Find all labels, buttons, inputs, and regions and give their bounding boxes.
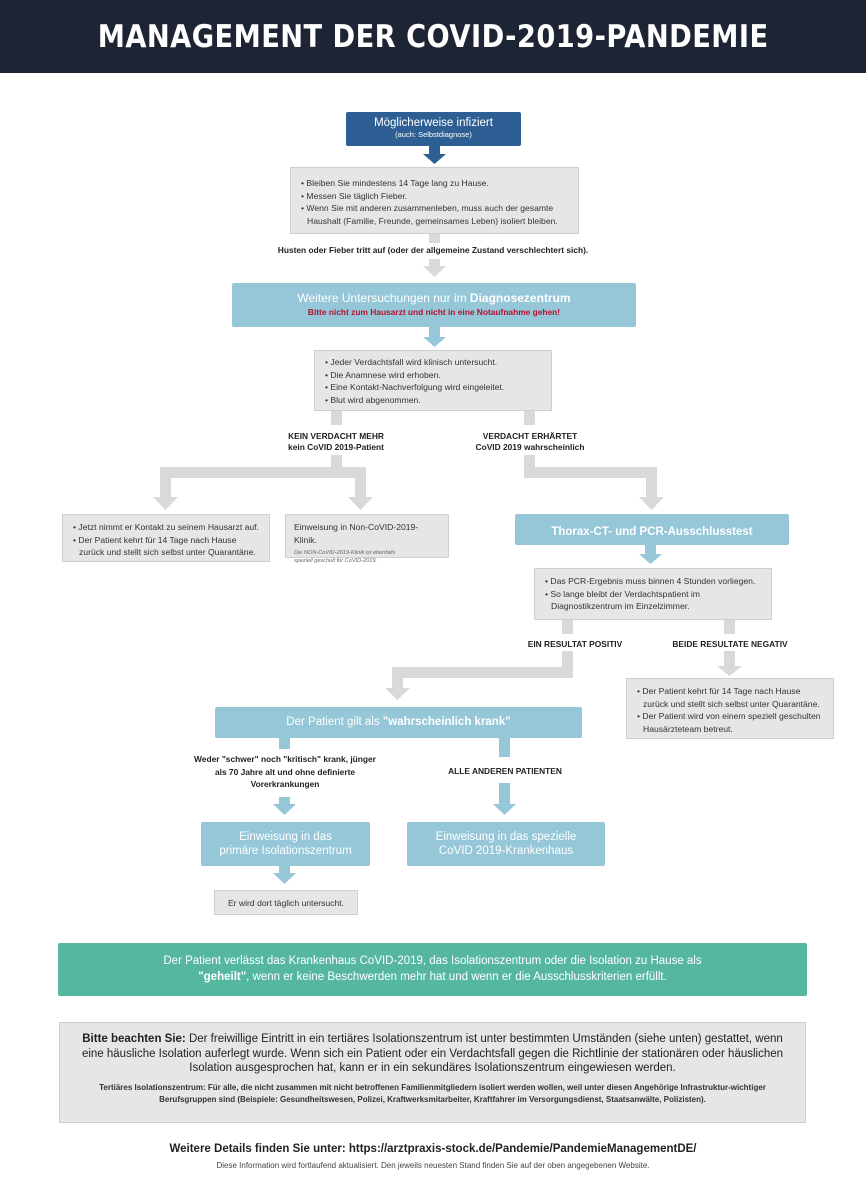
noncovid-note: Die NON-CoVID-2019-Klinik ist ebenfalls … xyxy=(294,550,396,564)
diagnose-title-bold: Diagnosezentrum xyxy=(469,291,571,305)
list-item: So lange bleibt der Verdachtspatient im … xyxy=(543,588,763,613)
page-header: MANAGEMENT DER COVID-2019-PANDEMIE xyxy=(0,0,866,73)
branch-no-label: KEIN VERDACHT MEHR kein CoVID 2019-Patie… xyxy=(256,431,416,453)
list-item: Bleiben Sie mindestens 14 Tage lang zu H… xyxy=(299,177,570,190)
noncovid-clinic-box: Einweisung in Non-CoVID-2019-Klinik. Die… xyxy=(285,514,449,564)
list-item: Messen Sie täglich Fieber. xyxy=(299,190,570,203)
list-item: Das PCR-Ergebnis muss binnen 4 Stunden v… xyxy=(543,575,763,588)
list-item: Wenn Sie mit anderen zusammenleben, muss… xyxy=(299,202,570,227)
special-hosp-line2: CoVID 2019-Krankenhaus xyxy=(438,845,574,857)
branch-yes-label: VERDACHT ERHÄRTET CoVID 2019 wahrscheinl… xyxy=(450,431,610,453)
page-title: MANAGEMENT DER COVID-2019-PANDEMIE xyxy=(97,18,769,55)
probable-bold: "wahrscheinlich krank" xyxy=(382,716,511,728)
diagnose-box: Weitere Untersuchungen nur im Diagnoseze… xyxy=(232,283,636,327)
dark-arrows xyxy=(423,145,446,164)
branch-no-line2: kein CoVID 2019-Patient xyxy=(288,442,384,452)
list-item: Eine Kontakt-Nachverfolgung wird eingele… xyxy=(323,381,543,394)
exam-box: Jeder Verdachtsfall wird klinisch unters… xyxy=(314,350,552,411)
negative-result-box: Der Patient kehrt für 14 Tage nach Hause… xyxy=(626,678,834,739)
branch-yes-line1: VERDACHT ERHÄRTET xyxy=(482,431,578,441)
list-item: Der Patient kehrt für 14 Tage nach Hause… xyxy=(635,685,825,710)
healed-bold: "geheilt" xyxy=(198,971,247,983)
list-item: Jetzt nimmt er Kontakt zu seinem Hausarz… xyxy=(71,521,261,534)
noncovid-text: Einweisung in Non-CoVID-2019-Klinik. xyxy=(294,522,419,545)
start-box: Möglicherweise infiziert (auch: Selbstdi… xyxy=(346,112,521,146)
list-item: Jeder Verdachtsfall wird klinisch unters… xyxy=(323,356,543,369)
footer-details: Weitere Details finden Sie unter: https:… xyxy=(169,1143,697,1155)
home-instructions-box: Bleiben Sie mindestens 14 Tage lang zu H… xyxy=(290,167,579,234)
gray-arrows xyxy=(153,233,742,700)
thorax-test-box: Thorax-CT- und PCR-Ausschlusstest xyxy=(515,514,789,545)
pcr-box: Das PCR-Ergebnis muss binnen 4 Stunden v… xyxy=(534,568,772,620)
note-box: Bitte beachten Sie: Der freiwillige Eint… xyxy=(59,1022,806,1123)
symptom-label: Husten oder Fieber tritt auf (oder der a… xyxy=(277,245,589,255)
diagnose-title: Weitere Untersuchungen nur im Diagnoseze… xyxy=(232,291,636,306)
special-hosp-line1: Einweisung in das spezielle xyxy=(435,831,577,843)
primary-iso-line1: Einweisung in das xyxy=(239,831,332,843)
note-bold: Bitte beachten Sie: xyxy=(82,1033,186,1045)
branch-positive-label: EIN RESULTAT POSITIV xyxy=(527,639,623,649)
healed-line2: , wenn er keine Beschwerden mehr hat und… xyxy=(246,971,667,983)
diagnose-title-prefix: Weitere Untersuchungen nur im xyxy=(297,291,470,305)
other-patients-label: ALLE ANDEREN PATIENTEN xyxy=(448,766,562,776)
list-item: Der Patient kehrt für 14 Tage nach Hause… xyxy=(71,534,261,559)
healed-line1: Der Patient verlässt das Krankenhaus CoV… xyxy=(163,955,702,967)
branch-no-line1: KEIN VERDACHT MEHR xyxy=(288,431,384,441)
primary-isolation-box: Einweisung in das primäre Isolationszent… xyxy=(201,822,370,866)
note-tertiary: Tertiäres Isolationszentrum: Für alle, d… xyxy=(99,1082,766,1105)
probable-prefix: Der Patient gilt als xyxy=(286,716,383,728)
diagnose-warning: Bitte nicht zum Hausarzt und nicht in ei… xyxy=(307,307,561,317)
list-item: Die Anamnese wird erhoben. xyxy=(323,369,543,382)
thorax-title: Thorax-CT- und PCR-Ausschlusstest xyxy=(551,526,753,538)
healed-box: Der Patient verlässt das Krankenhaus CoV… xyxy=(58,943,807,996)
list-item: Der Patient wird von einem speziell gesc… xyxy=(635,710,825,735)
note-main: Bitte beachten Sie: Der freiwillige Eint… xyxy=(76,1032,789,1076)
list-item: Blut wird abgenommen. xyxy=(323,394,543,407)
note-text: Der freiwillige Eintritt in ein tertiäre… xyxy=(81,1033,784,1074)
probable-text: Der Patient gilt als "wahrscheinlich kra… xyxy=(215,715,582,729)
footer-update: Diese Information wird fortlaufend aktua… xyxy=(216,1161,650,1170)
special-hospital-box: Einweisung in das spezielle CoVID 2019-K… xyxy=(407,822,605,866)
start-subtitle: (auch: Selbstdiagnose) xyxy=(395,130,472,139)
primary-iso-line2: primäre Isolationszentrum xyxy=(219,845,352,857)
daily-exam-text: Er wird dort täglich untersucht. xyxy=(227,898,345,908)
gp-contact-box: Jetzt nimmt er Kontakt zu seinem Hausarz… xyxy=(62,514,270,562)
daily-exam-box: Er wird dort täglich untersucht. xyxy=(214,890,358,915)
branch-yes-line2: CoVID 2019 wahrscheinlich xyxy=(475,442,585,452)
branch-negative-label: BEIDE RESULTATE NEGATIV xyxy=(672,639,788,649)
healed-line2-wrap: "geheilt", wenn er keine Beschwerden meh… xyxy=(58,969,807,985)
mild-cases-label: Weder "schwer" noch "kritisch" krank, jü… xyxy=(194,754,376,789)
teal-arrows xyxy=(273,327,662,884)
probable-sick-box: Der Patient gilt als "wahrscheinlich kra… xyxy=(215,707,582,738)
start-title: Möglicherweise infiziert xyxy=(374,117,493,129)
